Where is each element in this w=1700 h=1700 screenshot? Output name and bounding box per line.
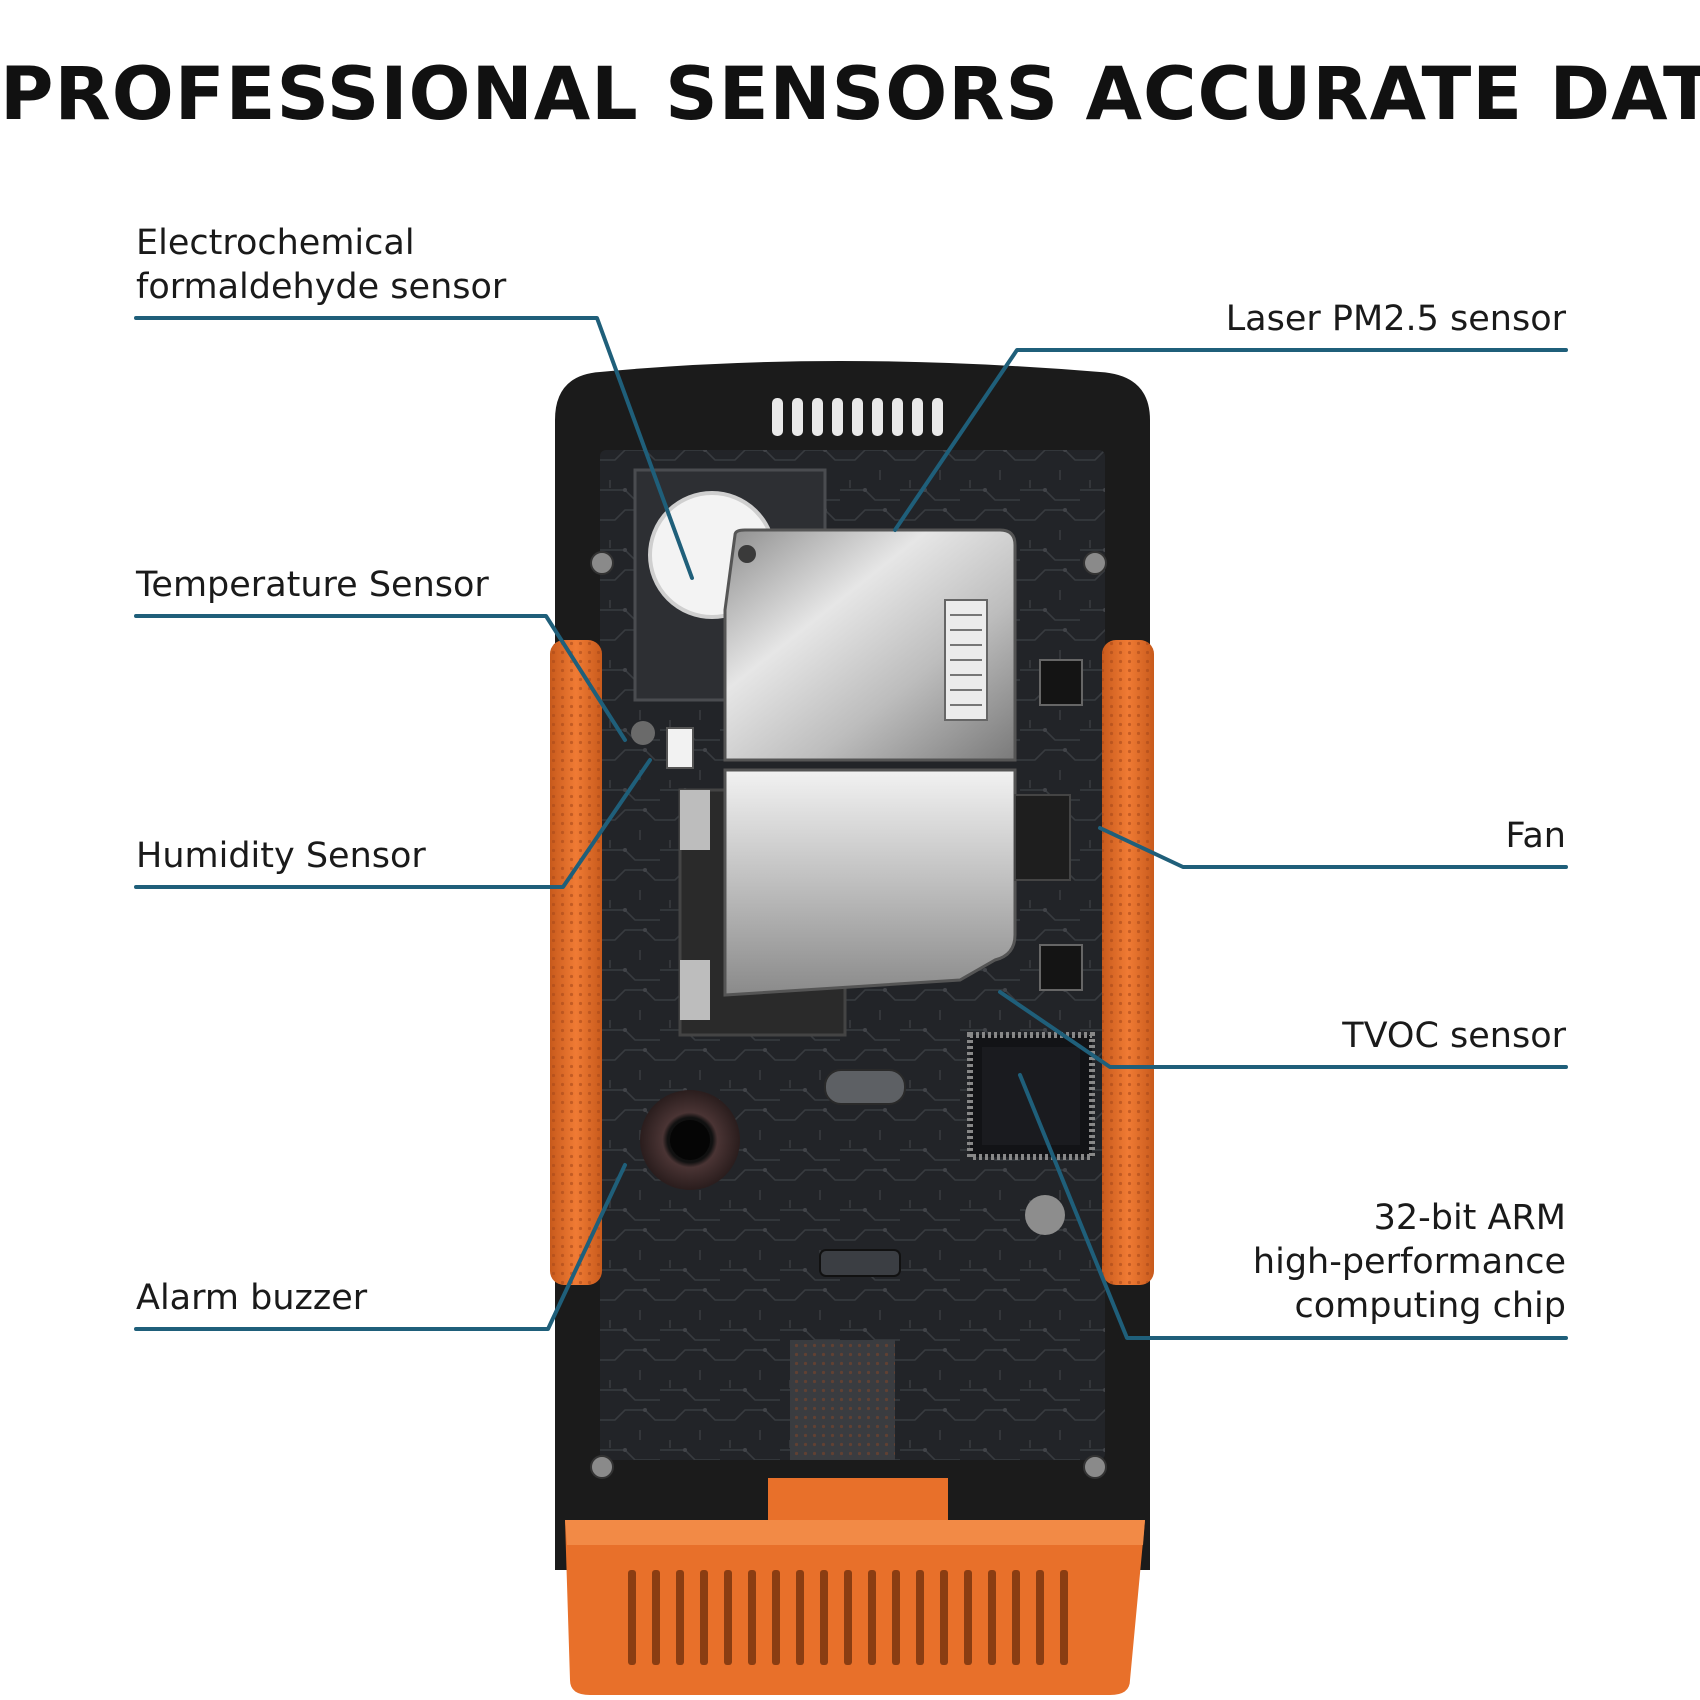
callout-alarm-buzzer: Alarm buzzer [136, 1278, 368, 1318]
callout-fan: Fan [1505, 816, 1566, 856]
leader-line-fan [1098, 826, 1568, 869]
leader-line-formaldehyde [134, 316, 694, 580]
leader-line-buzzer [134, 1163, 627, 1331]
callout-arm-chip: 32-bit ARM high-performance computing ch… [1252, 1198, 1566, 1326]
callout-temperature-sensor: Temperature Sensor [136, 565, 489, 605]
callout-tvoc-sensor: TVOC sensor [1342, 1016, 1566, 1056]
leader-line-pm25 [893, 348, 1568, 532]
callout-formaldehyde-sensor: Electrochemical formaldehyde sensor [136, 223, 507, 307]
callout-humidity-sensor: Humidity Sensor [136, 836, 426, 876]
leader-line-humidity [134, 758, 652, 889]
leader-line-temperature [134, 614, 627, 742]
page-title: PROFESSIONAL SENSORS ACCURATE DATA [0, 52, 1700, 137]
callout-laser-pm25-sensor: Laser PM2.5 sensor [1225, 299, 1566, 339]
leader-line-arm [1018, 1073, 1568, 1340]
leader-line-tvoc [998, 990, 1568, 1069]
